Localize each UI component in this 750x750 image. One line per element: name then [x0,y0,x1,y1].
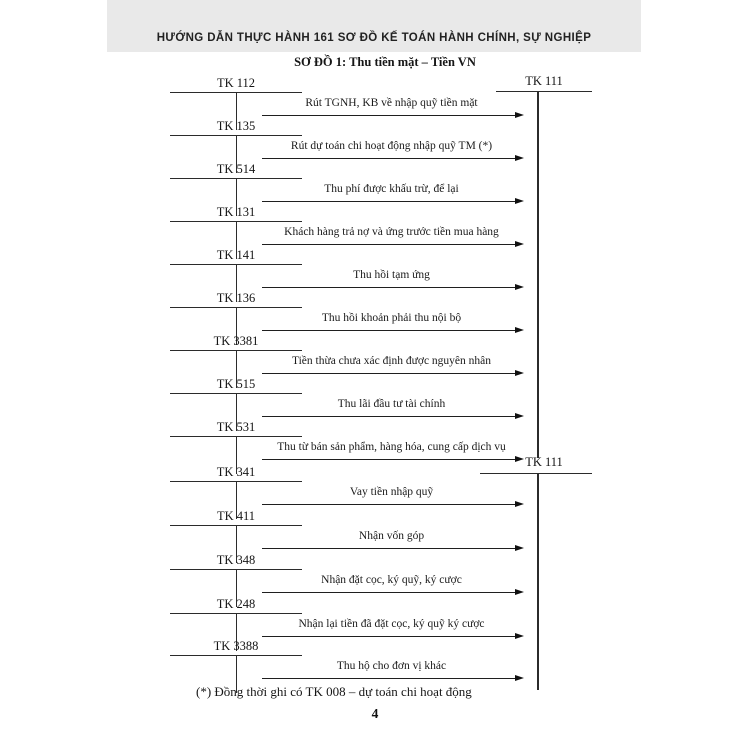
flow-arrow [262,455,524,462]
arrowhead-icon [515,197,524,204]
footnote: (*) Đồng thời ghi có TK 008 – dự toán ch… [196,684,472,699]
arrowhead-icon [515,544,524,551]
t-account-stem [236,655,238,693]
debit-account-label: TK 3388 [213,639,259,653]
diagram-row: TK 514 Thu phí được khấu trừ, để lại [170,162,524,220]
flow-arrow [262,500,524,507]
diagram-row: TK 341 Vay tiền nhập quỹ [170,465,524,523]
flow-arrow [262,588,524,595]
debit-account-label: TK 348 [216,553,256,567]
diagram-row: TK 112 Rút TGNH, KB về nhập quỹ tiền mặt [170,76,524,134]
flow-description: Thu hồi tạm ứng [353,269,430,281]
diagram-row: TK 515 Thu lãi đầu tư tài chính [170,377,524,435]
t-account-stem [236,264,238,302]
flow-arrow [262,197,524,204]
t-account-stem [236,221,238,259]
t-account-stem [236,569,238,607]
t-account-stem [236,436,238,474]
arrowhead-icon [515,283,524,290]
arrowhead-icon [515,412,524,419]
arrowhead-icon [515,455,524,462]
flow-description: Thu hộ cho đơn vị khác [336,660,447,672]
t-account-bar [496,91,592,92]
debit-account-label: TK 515 [216,377,256,391]
flow-arrow [262,632,524,639]
diagram-title: SƠ ĐỒ 1: Thu tiền mặt – Tiền VN [294,55,476,69]
debit-account-label: TK 135 [216,119,256,133]
debit-account-label: TK 131 [216,205,256,219]
debit-account-label: TK 341 [216,465,256,479]
debit-account-label: TK 136 [216,291,256,305]
flow-description: Nhận vốn góp [358,530,425,542]
t-account-stem [236,135,238,173]
running-header-text: HƯỚNG DẪN THỰC HÀNH 161 SƠ ĐỒ KẾ TOÁN HÀ… [156,32,592,44]
flow-description: Rút TGNH, KB về nhập quỹ tiền mặt [305,97,478,109]
running-header: HƯỚNG DẪN THỰC HÀNH 161 SƠ ĐỒ KẾ TOÁN HÀ… [107,0,641,52]
debit-account-label: TK 3381 [213,334,259,348]
flow-description: Nhận đặt cọc, ký quỹ, ký cược [321,574,462,586]
t-account-stem [236,178,238,216]
arrowhead-icon [515,500,524,507]
debit-account-label: TK 531 [216,420,256,434]
arrowhead-icon [515,240,524,247]
flow-description: Khách hàng trả nợ và ứng trước tiền mua … [284,226,499,238]
diagram-row: TK 131 Khách hàng trả nợ và ứng trước ti… [170,205,524,263]
arrowhead-icon [515,154,524,161]
diagram-row: TK 248 Nhận lại tiền đã đặt cọc, ký quỹ … [170,597,524,655]
debit-account-label: TK 411 [216,509,256,523]
diagram-row: TK 135 Rút dự toán chi hoạt động nhập qu… [170,119,524,177]
flow-arrow [262,412,524,419]
arrowhead-icon [515,632,524,639]
t-account-stem [537,473,539,690]
t-account-stem [236,92,238,130]
arrowhead-icon [515,674,524,681]
arrowhead-icon [515,111,524,118]
diagram-row: TK 411 Nhận vốn góp [170,509,524,567]
flow-arrow [262,111,524,118]
credit-account-label: TK 111 [525,74,563,88]
flow-arrow [262,154,524,161]
t-account-stem [236,350,238,388]
t-account-bar [480,473,592,474]
t-account-stem [236,481,238,519]
flow-arrow [262,283,524,290]
page-number: 4 [371,706,379,721]
flow-description: Rút dự toán chi hoạt động nhập quỹ TM (*… [290,140,493,152]
flow-description: Tiền thừa chưa xác định được nguyên nhân [291,355,492,367]
flow-description: Thu từ bán sản phẩm, hàng hóa, cung cấp … [277,441,506,453]
flow-description: Nhận lại tiền đã đặt cọc, ký quỹ ký cược [298,618,485,630]
credit-account-label: TK 111 [525,455,563,469]
diagram-row: TK 141 Thu hồi tạm ứng [170,248,524,306]
arrowhead-icon [515,369,524,376]
debit-account-label: TK 112 [216,76,256,90]
flow-arrow [262,544,524,551]
debit-account-label: TK 141 [216,248,256,262]
flow-description: Vay tiền nhập quỹ [349,486,434,498]
flow-arrow [262,674,524,681]
diagram-row: TK 136 Thu hồi khoản phải thu nội bộ [170,291,524,349]
diagram-row: TK 348 Nhận đặt cọc, ký quỹ, ký cược [170,553,524,611]
t-account-stem [236,393,238,431]
debit-account-label: TK 248 [216,597,256,611]
t-account-stem [236,525,238,563]
flow-arrow [262,240,524,247]
flow-description: Thu phí được khấu trừ, để lại [324,183,459,195]
t-account-stem [537,91,539,458]
diagram-row: TK 3388 Thu hộ cho đơn vị khác [170,639,524,697]
diagram-row: TK 531 Thu từ bán sản phẩm, hàng hóa, cu… [170,420,524,478]
flow-description: Thu lãi đầu tư tài chính [337,398,446,410]
flow-arrow [262,369,524,376]
t-account-stem [236,307,238,345]
arrowhead-icon [515,326,524,333]
flow-arrow [262,326,524,333]
t-account-stem [236,613,238,651]
diagram-row: TK 3381 Tiền thừa chưa xác định được ngu… [170,334,524,392]
arrowhead-icon [515,588,524,595]
flow-description: Thu hồi khoản phải thu nội bộ [321,312,462,324]
debit-account-label: TK 514 [216,162,256,176]
